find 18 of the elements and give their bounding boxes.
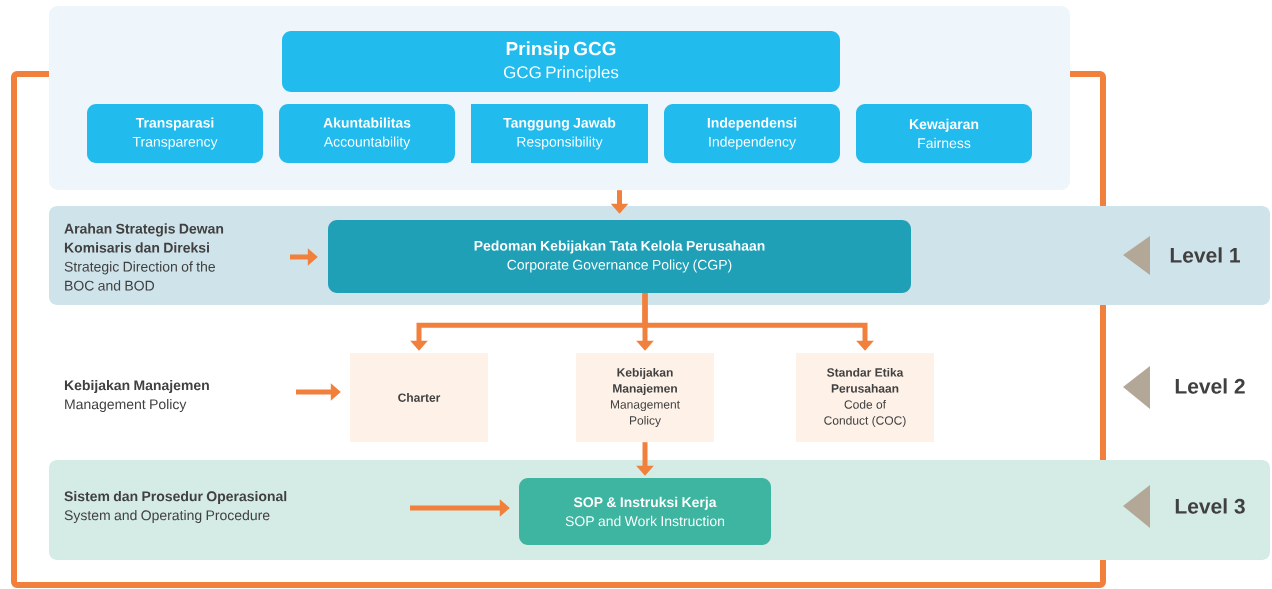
principle-box: Tanggung Jawab Responsibility — [471, 104, 648, 163]
principle-box: Akuntabilitas Accountability — [279, 104, 455, 163]
document-box: Charter — [350, 353, 488, 442]
arrow — [642, 293, 874, 351]
level-label: Level 1 — [1170, 247, 1240, 263]
procedure-box: SOP & Instruksi Kerja SOP and Work Instruction — [519, 478, 771, 545]
level-label: Level 2 — [1175, 378, 1245, 394]
document-box: Standar Etika Perusahaan Code of Conduct (COC) — [796, 353, 934, 442]
level-description: Sistem dan Prosedur Operasional System and Operating Procedure — [64, 490, 287, 523]
principle-box: Transparasi Transparency — [87, 104, 263, 163]
principle-box: Independensi Independency — [664, 104, 840, 163]
heading-box: Prinsip GCG GCG Principles — [282, 31, 840, 92]
level-label: Level 3 — [1175, 498, 1245, 514]
policy-box: Pedoman Kebijakan Tata Kelola Perusahaan Corporate Governance Policy (CGP) — [328, 220, 911, 293]
document-box: Kebijakan Manajemen Management Policy — [576, 353, 714, 442]
level-description: Kebijakan Manajemen Management Policy — [64, 379, 209, 412]
principle-box: Kewajaran Fairness — [856, 104, 1032, 163]
level-description: Arahan Strategis Dewan Komisaris dan Direksi Strategic Direction of the BOC and BOD — [64, 223, 224, 291]
